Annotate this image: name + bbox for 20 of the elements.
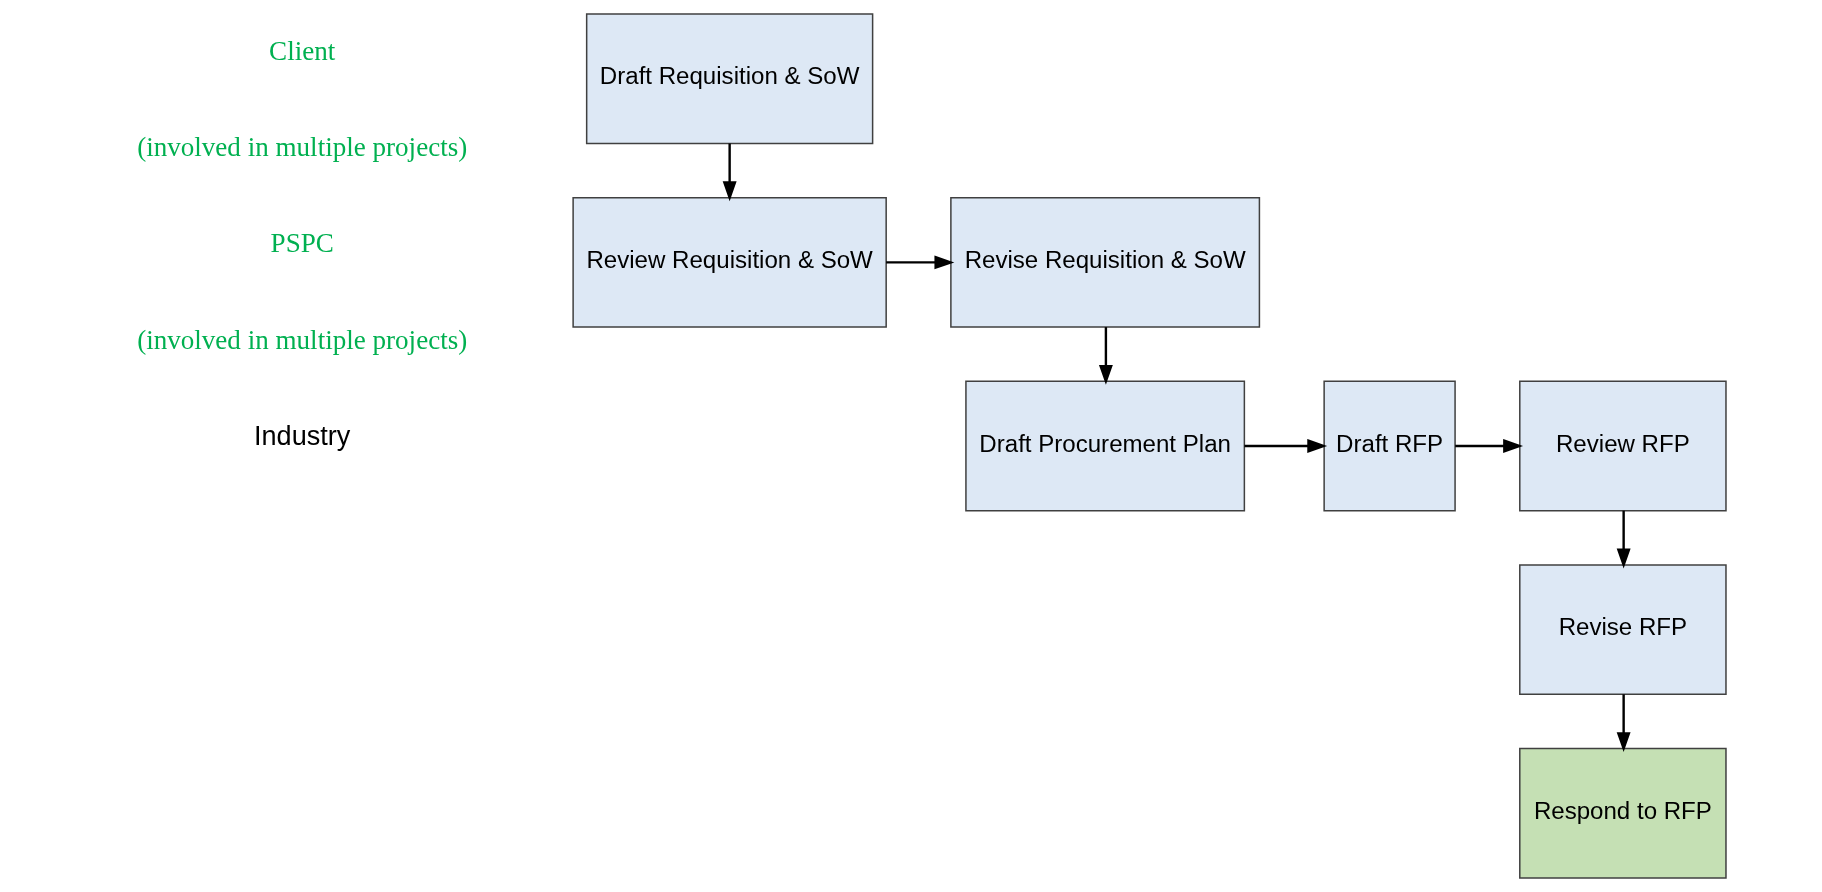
arrow bbox=[886, 255, 955, 270]
node-box: Revise Requisition & SoW bbox=[950, 196, 1261, 328]
arrow bbox=[1244, 439, 1328, 453]
arrow bbox=[1616, 510, 1631, 569]
arrow bbox=[1616, 694, 1631, 753]
node-box: Respond to RFP bbox=[1519, 747, 1727, 879]
node-box: Review RFP bbox=[1519, 380, 1727, 512]
label: PSPC bbox=[270, 228, 334, 259]
label: (involved in multiple projects) bbox=[137, 132, 468, 163]
node-box: Draft RFP bbox=[1323, 380, 1456, 512]
label: Client bbox=[269, 35, 336, 66]
arrow bbox=[1098, 327, 1113, 385]
node-box: Revise RFP bbox=[1519, 564, 1727, 696]
node-box: Review Requisition & SoW bbox=[572, 196, 887, 328]
label: Industry bbox=[254, 420, 351, 452]
arrow bbox=[722, 143, 737, 202]
node-box: Draft Procurement Plan bbox=[965, 380, 1246, 512]
node-box: Draft Requisition & SoW bbox=[585, 13, 874, 145]
arrow bbox=[1455, 439, 1524, 453]
label: (involved in multiple projects) bbox=[137, 324, 468, 355]
